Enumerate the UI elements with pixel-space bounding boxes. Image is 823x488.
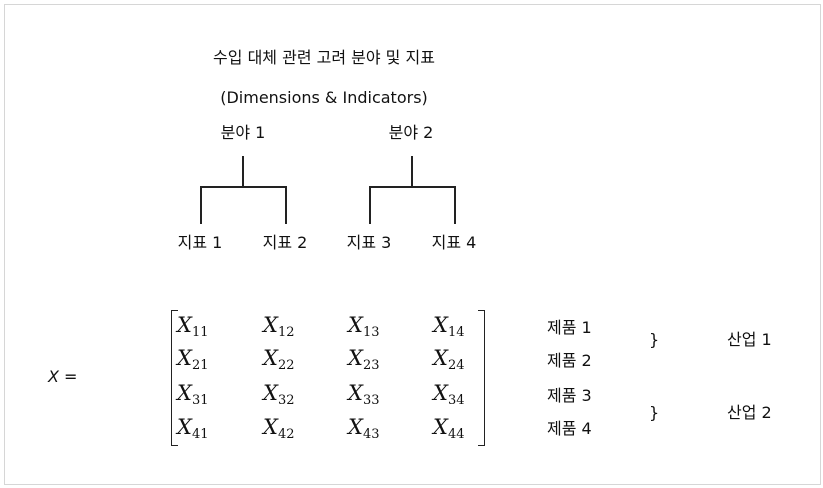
matrix-cell: X13 — [348, 313, 380, 340]
matrix-cell: X14 — [433, 313, 465, 340]
diagram-title: 수입 대체 관련 고려 분야 및 지표 — [213, 48, 435, 67]
indicator-2-connector — [285, 186, 287, 224]
indicator-1-connector — [200, 186, 202, 224]
indicator-4-connector — [454, 186, 456, 224]
industry-1-label: 산업 1 — [727, 330, 772, 349]
indicator-1-label: 지표 1 — [177, 233, 223, 252]
dimension-2-stem — [411, 156, 413, 187]
industry-2-brace: } — [649, 403, 660, 422]
matrix-cell: X21 — [177, 346, 209, 373]
industry-1-brace: } — [649, 330, 660, 349]
matrix-cell: X11 — [177, 313, 209, 340]
matrix-cell: X12 — [263, 313, 295, 340]
indicator-2-label: 지표 2 — [262, 233, 308, 252]
matrix-cell: X24 — [433, 346, 465, 373]
matrix-cell: X22 — [263, 346, 295, 373]
indicator-3-connector — [369, 186, 371, 224]
matrix-cell: X34 — [433, 381, 465, 408]
dimension-2-branch — [369, 186, 455, 188]
product-1-label: 제품 1 — [547, 318, 592, 337]
matrix-cell: X23 — [348, 346, 380, 373]
product-4-label: 제품 4 — [547, 419, 592, 438]
matrix-left-bracket — [171, 310, 178, 446]
industry-2-label: 산업 2 — [727, 403, 772, 422]
matrix-cell: X44 — [433, 415, 465, 442]
matrix-cell: X41 — [177, 415, 209, 442]
diagram-subtitle: (Dimensions & Indicators) — [220, 88, 428, 107]
matrix-cell: X32 — [263, 381, 295, 408]
product-2-label: 제품 2 — [547, 351, 592, 370]
matrix-cell: X31 — [177, 381, 209, 408]
matrix-cell: X42 — [263, 415, 295, 442]
indicator-3-label: 지표 3 — [346, 233, 392, 252]
matrix-cell: X33 — [348, 381, 380, 408]
dimension-1-stem — [242, 156, 244, 187]
product-3-label: 제품 3 — [547, 386, 592, 405]
matrix-right-bracket — [478, 310, 485, 446]
indicator-4-label: 지표 4 — [431, 233, 477, 252]
matrix-cell: X43 — [348, 415, 380, 442]
dimension-2-label: 분야 2 — [388, 123, 434, 142]
diagram-frame — [4, 4, 821, 485]
matrix-label: X = — [48, 367, 78, 386]
dimension-1-branch — [200, 186, 286, 188]
dimension-1-label: 분야 1 — [220, 123, 266, 142]
